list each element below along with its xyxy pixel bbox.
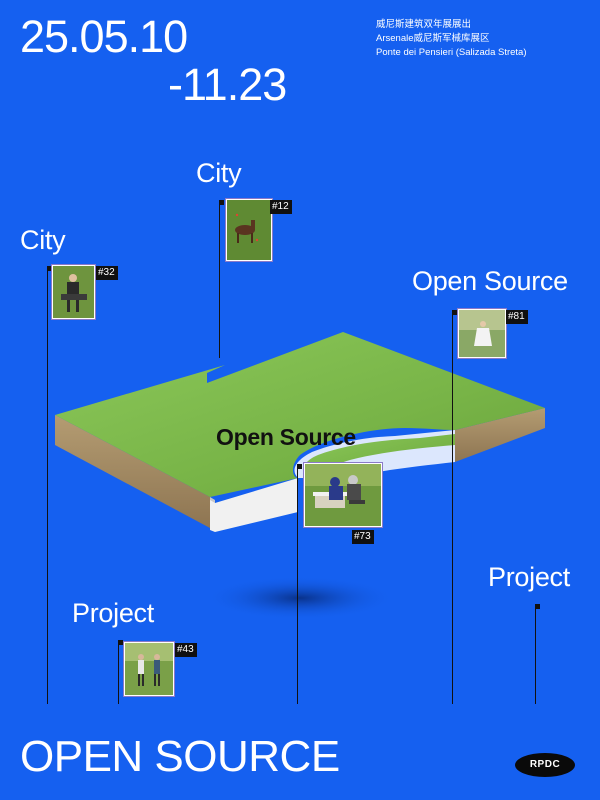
flag-pole-open-source-right — [452, 310, 454, 704]
flag-project-left — [118, 640, 123, 645]
photo-person-bench — [52, 265, 95, 319]
tag-city-top: City — [196, 158, 242, 188]
flag-open-source-right — [452, 310, 457, 315]
flag-pole-city-top — [219, 200, 221, 358]
venue-line-1: 威尼斯建筑双年展展出 — [376, 19, 472, 30]
tag-open-source-center: Open Source — [216, 424, 356, 450]
flag-city-left — [47, 266, 52, 271]
poster-title: OPEN SOURCE — [20, 732, 340, 781]
venue-line-2: Arsenale威尼斯军械库展区 — [376, 33, 490, 44]
photo-number-43: #43 — [175, 643, 197, 657]
person-image — [53, 266, 94, 318]
photo-number-73: #73 — [352, 530, 374, 544]
flag-city-top — [219, 200, 224, 205]
venue-info: 威尼斯建筑双年展展出 Arsenale威尼斯军械库展区 Ponte dei Pe… — [376, 18, 527, 60]
child-image — [459, 310, 505, 357]
photo-child — [458, 309, 506, 358]
flag-pole-open-source-center — [297, 464, 299, 704]
date-start: 25.05.10 — [20, 11, 188, 62]
date-end: -11.23 — [168, 59, 287, 110]
photo-number-81: #81 — [506, 310, 528, 324]
tag-open-source-right: Open Source — [412, 266, 568, 296]
tag-project-right: Project — [488, 562, 570, 592]
platform-notch-grass — [303, 434, 455, 475]
walkers-image — [125, 643, 173, 695]
flag-pole-project-right — [535, 604, 537, 704]
flag-pole-city-left — [47, 266, 49, 704]
venue-line-3: Ponte dei Pensieri (Salizada Streta) — [376, 47, 527, 58]
flag-pole-project-left — [118, 640, 120, 704]
platform-grass-top — [55, 332, 545, 497]
couple-image — [305, 464, 381, 526]
photo-couple-bench — [304, 463, 382, 527]
photo-number-32: #32 — [96, 266, 118, 280]
platform-side-left — [55, 415, 210, 528]
photo-walkers — [124, 642, 174, 696]
platform-side-right — [455, 408, 545, 462]
tag-project-left: Project — [72, 598, 154, 628]
flag-open-source-center — [297, 464, 302, 469]
tag-city-left: City — [20, 225, 66, 255]
horse-image — [227, 200, 271, 260]
rpdc-logo: RPDC — [515, 753, 575, 777]
photo-horse — [226, 199, 272, 261]
platform-base-left — [210, 478, 298, 532]
flag-project-right — [535, 604, 540, 609]
photo-number-12: #12 — [270, 200, 292, 214]
date-range: 25.05.10 -11.23 — [20, 11, 287, 110]
platform-shadow — [205, 576, 395, 620]
